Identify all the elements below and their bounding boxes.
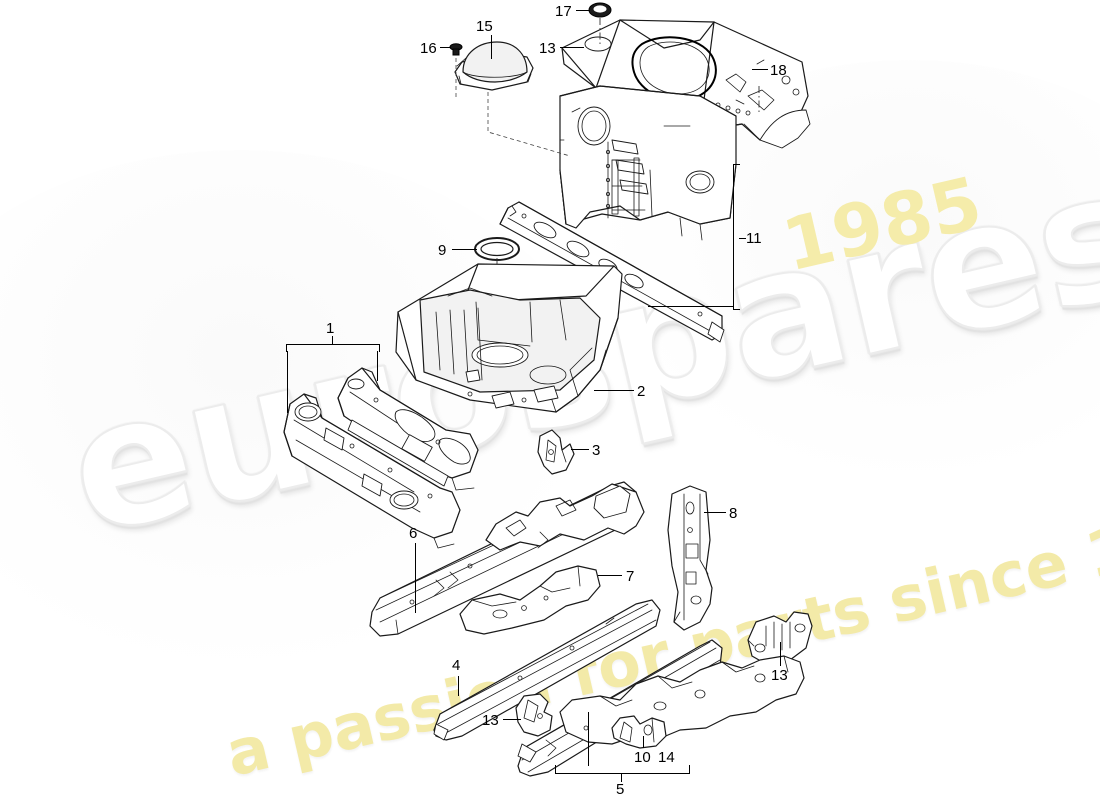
leader-4 xyxy=(458,676,459,696)
leader-15 xyxy=(491,35,492,59)
callout-15: 15 xyxy=(476,18,493,35)
callout-13-lower: 14 xyxy=(658,749,675,766)
part-13-retaining-bracket-upper xyxy=(515,693,553,737)
callout-10: 10 xyxy=(634,749,651,766)
callout-4: 4 xyxy=(452,657,461,674)
callout-1: 1 xyxy=(326,320,335,337)
leader-11-rail xyxy=(648,306,734,307)
leader-17 xyxy=(576,10,590,11)
callout-3: 3 xyxy=(592,442,601,459)
leader-1-right xyxy=(377,351,378,381)
part-16-rivet-nut xyxy=(449,43,463,56)
bracket-1 xyxy=(286,344,380,352)
callout-17: 17 xyxy=(555,3,572,20)
callout-12: 13 xyxy=(539,40,556,57)
leader-7 xyxy=(598,575,622,576)
callout-6: 6 xyxy=(409,525,418,542)
leader-14 xyxy=(780,642,781,666)
leader-5-stem xyxy=(621,773,622,782)
leader-13-upper xyxy=(503,719,521,720)
callout-2: 2 xyxy=(637,383,646,400)
callout-16: 16 xyxy=(420,40,437,57)
callout-8: 8 xyxy=(729,505,738,522)
leader-11 xyxy=(739,238,746,239)
leader-18 xyxy=(752,69,768,70)
part-1-rear-cross-member-assembly xyxy=(283,367,479,549)
part-11-bulkhead-assembly xyxy=(559,85,737,241)
leader-5-inner xyxy=(588,712,589,766)
leader-10 xyxy=(643,736,644,748)
callout-9: 9 xyxy=(438,242,447,259)
part-7-reinforcement-panel xyxy=(459,565,601,635)
part-2-rear-floor-pan xyxy=(395,263,623,413)
leader-2 xyxy=(594,390,634,391)
leader-6 xyxy=(415,543,416,613)
part-10-mounting-bracket xyxy=(611,715,667,749)
leader-3 xyxy=(571,449,589,450)
part-6-long-side-rail xyxy=(369,481,645,637)
leader-9 xyxy=(452,249,477,250)
leader-16 xyxy=(440,47,451,48)
callout-18: 18 xyxy=(770,62,787,79)
part-4-side-sill-member xyxy=(433,599,661,741)
callout-7: 7 xyxy=(626,568,635,585)
leader-12 xyxy=(560,47,584,48)
part-8-b-pillar-reinforcement xyxy=(667,485,713,631)
callout-13-upper: 13 xyxy=(482,712,499,729)
part-15-dome-cover xyxy=(454,41,534,91)
part-3-small-bracket xyxy=(537,429,575,475)
callout-5: 5 xyxy=(616,781,625,798)
callout-14: 13 xyxy=(771,667,788,684)
leader-1-left xyxy=(287,351,288,413)
bracket-5 xyxy=(555,765,690,774)
leader-1-stem xyxy=(332,336,333,345)
callout-11: 11 xyxy=(746,230,762,247)
leader-8 xyxy=(704,512,726,513)
bracket-11 xyxy=(733,164,740,310)
part-12-upper-cowl-panel xyxy=(561,19,811,149)
